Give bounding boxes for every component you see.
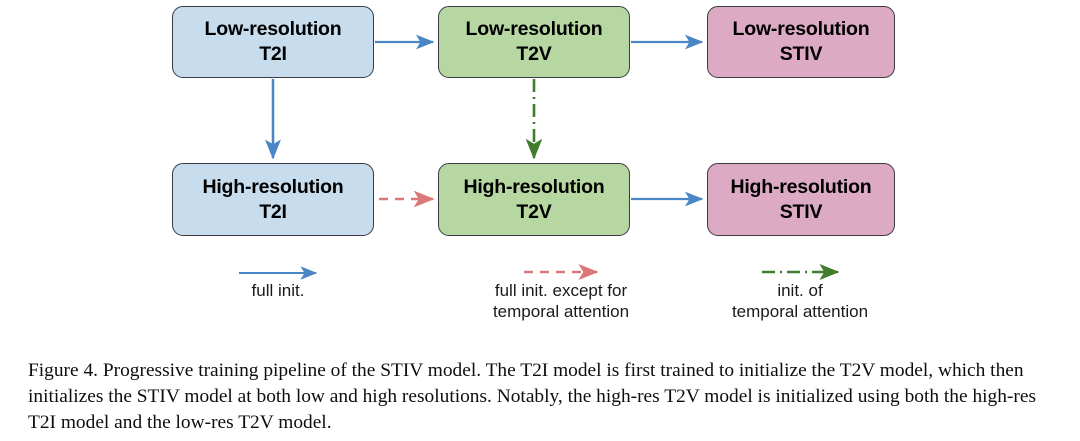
- legend-item-full-init: full init.: [198, 281, 358, 302]
- figure-caption: Figure 4. Progressive training pipeline …: [28, 360, 1036, 434]
- node-high-resolution-stiv[interactable]: High-resolution STIV: [707, 163, 895, 236]
- node-label-line2: STIV: [779, 43, 823, 65]
- node-label-line2: T2V: [516, 200, 552, 223]
- node-label-line1: High-resolution: [730, 175, 872, 198]
- node-label-line1: Low-resolution: [732, 18, 870, 41]
- node-label-line1: High-resolution: [463, 175, 605, 198]
- node-label-line2: T2I: [259, 43, 287, 65]
- legend-item-init-temporal: init. of temporal attention: [700, 281, 900, 322]
- node-label-line2: STIV: [779, 200, 823, 223]
- legend-label-line1: full init. except for: [494, 281, 628, 300]
- node-low-resolution-t2v[interactable]: Low-resolution T2V: [438, 6, 630, 78]
- legend-label-line1: full init.: [251, 281, 305, 300]
- legend-label-line2: temporal attention: [731, 301, 869, 321]
- node-low-resolution-stiv[interactable]: Low-resolution STIV: [707, 6, 895, 78]
- pipeline-diagram: [239, 34, 840, 280]
- node-high-resolution-t2i[interactable]: High-resolution T2I: [172, 163, 374, 236]
- node-label-line1: Low-resolution: [465, 18, 603, 41]
- node-high-resolution-t2v[interactable]: High-resolution T2V: [438, 163, 630, 236]
- node-label-line1: Low-resolution: [204, 18, 342, 41]
- legend-label-line1: init. of: [777, 281, 823, 300]
- node-label-line2: T2V: [516, 43, 552, 65]
- legend-item-full-init-except: full init. except for temporal attention: [461, 281, 661, 322]
- node-label-line1: High-resolution: [202, 175, 344, 198]
- node-label-line2: T2I: [259, 200, 287, 223]
- node-low-resolution-t2i[interactable]: Low-resolution T2I: [172, 6, 374, 78]
- legend-label-line2: temporal attention: [492, 301, 630, 321]
